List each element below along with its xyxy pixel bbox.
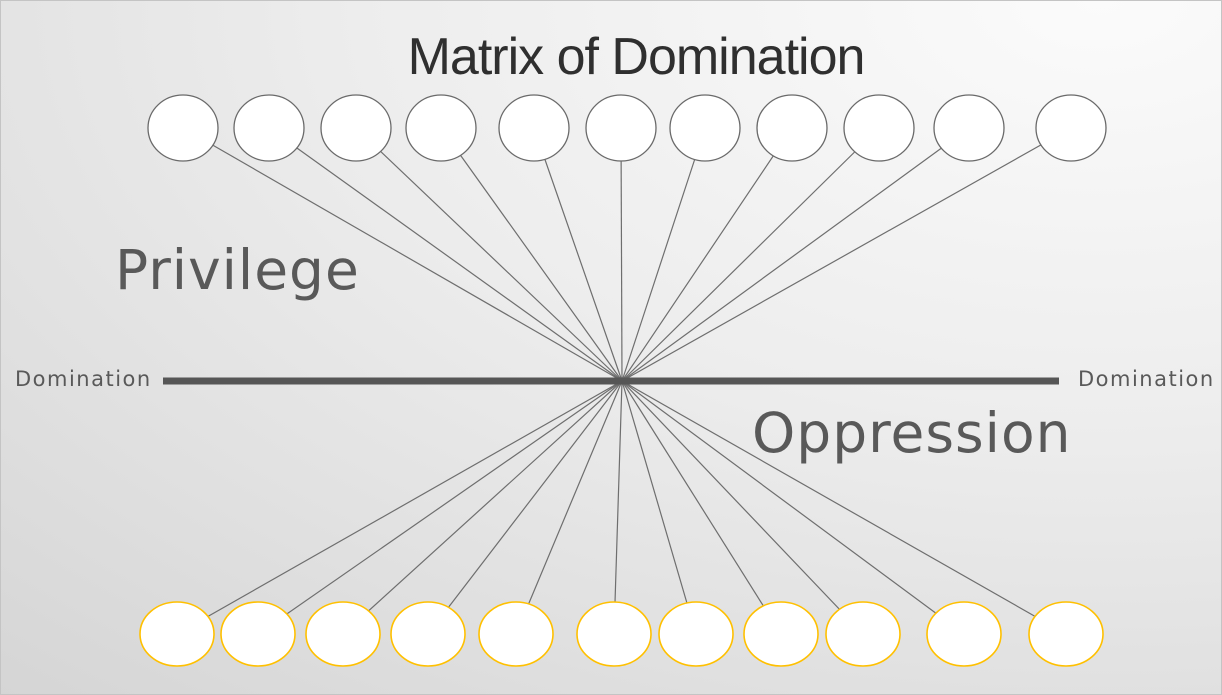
domination-right-label: Domination bbox=[1078, 367, 1215, 391]
privilege-label: Privilege bbox=[115, 238, 360, 302]
bottom-node bbox=[139, 601, 215, 667]
connector-line-bottom bbox=[515, 380, 623, 635]
connector-line-top bbox=[268, 127, 623, 382]
connector-line-bottom bbox=[621, 380, 965, 635]
connector-line-bottom bbox=[427, 380, 623, 635]
connector-line-top bbox=[621, 127, 793, 382]
connector-line-bottom bbox=[621, 380, 1067, 635]
connector-line-bottom bbox=[613, 380, 623, 635]
bottom-node bbox=[478, 601, 554, 667]
connector-line-top bbox=[620, 127, 623, 382]
bottom-node bbox=[390, 601, 466, 667]
bottom-node bbox=[305, 601, 381, 667]
connector-line-top bbox=[355, 127, 623, 382]
top-node bbox=[843, 94, 915, 162]
connector-line-bottom bbox=[621, 380, 864, 635]
bottom-node bbox=[926, 601, 1002, 667]
top-node bbox=[756, 94, 828, 162]
top-node bbox=[1035, 94, 1107, 162]
top-node bbox=[233, 94, 305, 162]
connector-line-top bbox=[440, 127, 623, 382]
top-node bbox=[320, 94, 392, 162]
connector-line-top bbox=[621, 127, 1072, 382]
connector-line-top bbox=[621, 127, 706, 382]
connector-line-bottom bbox=[621, 380, 697, 635]
connector-line-bottom bbox=[176, 380, 623, 635]
bottom-node bbox=[576, 601, 652, 667]
connector-line-top bbox=[621, 127, 880, 382]
connector-line-top bbox=[182, 127, 623, 382]
connector-line-bottom bbox=[342, 380, 623, 635]
top-node bbox=[585, 94, 657, 162]
connector-line-top bbox=[533, 127, 623, 382]
domination-left-label: Domination bbox=[15, 367, 152, 391]
bottom-node bbox=[743, 601, 819, 667]
bottom-node bbox=[825, 601, 901, 667]
top-node bbox=[669, 94, 741, 162]
connector-line-bottom bbox=[257, 380, 623, 635]
bottom-node bbox=[658, 601, 734, 667]
top-node bbox=[147, 94, 219, 162]
top-node bbox=[405, 94, 477, 162]
bottom-node bbox=[1028, 601, 1104, 667]
domination-axis-bar bbox=[163, 377, 1059, 385]
top-node bbox=[498, 94, 570, 162]
top-node bbox=[933, 94, 1005, 162]
connector-line-bottom bbox=[621, 380, 782, 635]
connector-line-top bbox=[621, 127, 970, 382]
bottom-node bbox=[220, 601, 296, 667]
oppression-label: Oppression bbox=[752, 401, 1072, 465]
diagram-title: Matrix of Domination bbox=[407, 28, 866, 86]
